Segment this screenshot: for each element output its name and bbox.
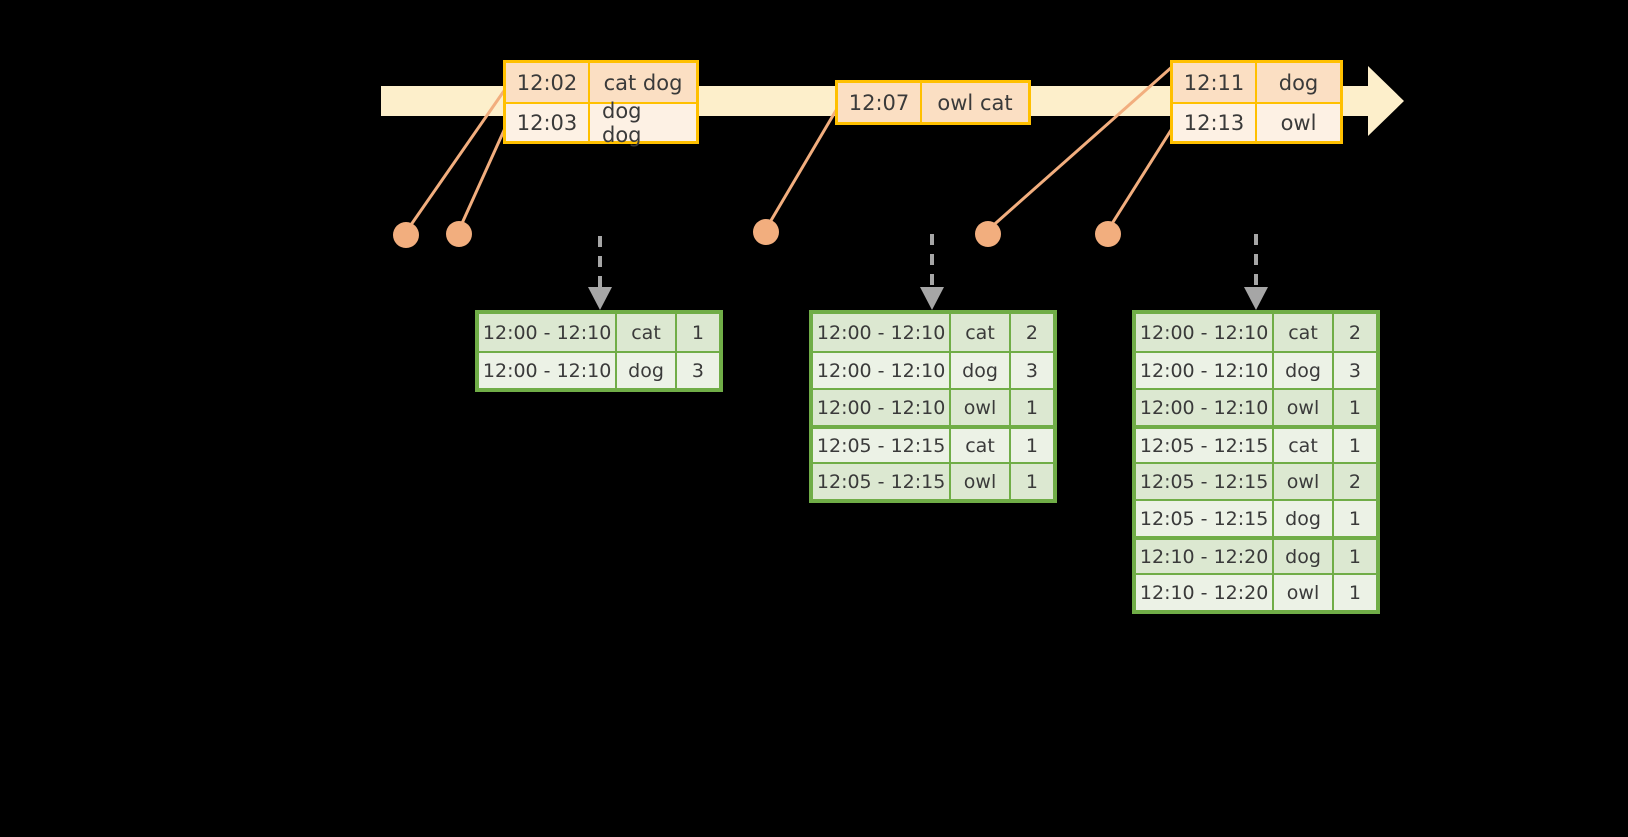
cell-count: 1 [691, 321, 704, 344]
event-words: cat dog [603, 70, 683, 95]
cell-count: 2 [1348, 470, 1361, 493]
event-row[interactable]: 12:13 owl [1173, 102, 1340, 141]
table-row[interactable]: 12:05 - 12:15 owl 2 [1136, 462, 1376, 499]
table-row[interactable]: 12:05 - 12:15 cat 1 [1136, 425, 1376, 462]
emit-arrow-2-head [920, 287, 944, 310]
event-row[interactable]: 12:03 dog dog [506, 98, 696, 147]
cell-window: 12:00 - 12:10 [479, 314, 618, 351]
table-row[interactable]: 12:00 - 12:10 cat 2 [813, 314, 1053, 351]
emit-arrows [598, 234, 1258, 288]
event-dot-1 [393, 222, 419, 248]
cell-word: cat [951, 429, 1011, 462]
result-table-1[interactable]: 12:00 - 12:10 cat 1 12:00 - 12:10 dog 3 [475, 310, 723, 392]
cell-window: 12:00 - 12:10 [479, 353, 618, 388]
cell-count: 1 [1348, 507, 1361, 530]
table-row[interactable]: 12:00 - 12:10 owl 1 [813, 388, 1053, 425]
event-time: 12:07 [838, 83, 922, 122]
connector-3 [764, 106, 840, 230]
table-row[interactable]: 12:00 - 12:10 dog 3 [813, 351, 1053, 388]
cell-word: dog [1274, 540, 1334, 573]
cell-word: cat [951, 314, 1011, 351]
cell-count: 1 [1348, 581, 1361, 604]
cell-word: owl [1274, 464, 1334, 499]
cell-word: cat [1274, 314, 1334, 351]
event-words: owl cat [937, 90, 1013, 115]
table-row[interactable]: 12:00 - 12:10 dog 3 [1136, 351, 1376, 388]
cell-count: 1 [1348, 545, 1361, 568]
connector-2 [457, 125, 508, 231]
cell-window: 12:05 - 12:15 [1136, 464, 1275, 499]
event-words: dog dog [602, 98, 642, 147]
cell-word: dog [1274, 353, 1334, 388]
cell-word: dog [951, 353, 1011, 388]
table-row[interactable]: 12:10 - 12:20 dog 1 [1136, 536, 1376, 573]
cell-word: dog [617, 353, 677, 388]
event-dot-4 [975, 221, 1001, 247]
cell-word: owl [951, 390, 1011, 425]
event-words: dog [1278, 70, 1319, 95]
emit-arrow-1-head [588, 287, 612, 310]
cell-window: 12:10 - 12:20 [1136, 540, 1275, 573]
cell-window: 12:00 - 12:10 [1136, 390, 1275, 425]
cell-count: 3 [1348, 359, 1361, 382]
event-box-1[interactable]: 12:02 cat dog 12:03 dog dog [503, 60, 699, 147]
cell-window: 12:00 - 12:10 [813, 390, 952, 425]
cell-window: 12:00 - 12:10 [813, 353, 952, 388]
cell-word: cat [617, 314, 677, 351]
cell-word: owl [1274, 575, 1334, 610]
connector-1 [404, 87, 508, 233]
table-row[interactable]: 12:00 - 12:10 owl 1 [1136, 388, 1376, 425]
cell-count: 2 [1348, 321, 1361, 344]
cell-count: 3 [1025, 359, 1038, 382]
cell-window: 12:00 - 12:10 [813, 314, 952, 351]
cell-count: 1 [1348, 396, 1361, 419]
cell-word: owl [951, 464, 1011, 499]
result-table-2[interactable]: 12:00 - 12:10 cat 2 12:00 - 12:10 dog 3 … [809, 310, 1057, 503]
event-words: owl [1280, 110, 1317, 135]
event-time: 12:13 [1173, 104, 1257, 141]
table-row[interactable]: 12:00 - 12:10 cat 2 [1136, 314, 1376, 351]
cell-window: 12:05 - 12:15 [813, 429, 952, 462]
connector-5 [1106, 126, 1175, 231]
cell-window: 12:05 - 12:15 [1136, 501, 1275, 536]
event-time: 12:03 [506, 104, 590, 141]
table-row[interactable]: 12:00 - 12:10 dog 3 [479, 351, 719, 388]
cell-count: 1 [1025, 470, 1038, 493]
event-dots [393, 219, 1121, 248]
cell-count: 1 [1348, 434, 1361, 457]
cell-window: 12:00 - 12:10 [1136, 314, 1275, 351]
cell-word: owl [1274, 390, 1334, 425]
event-time: 12:11 [1173, 63, 1257, 102]
event-row[interactable]: 12:11 dog [1173, 63, 1340, 102]
event-box-3[interactable]: 12:11 dog 12:13 owl [1170, 60, 1343, 144]
event-dot-2 [446, 221, 472, 247]
table-row[interactable]: 12:00 - 12:10 cat 1 [479, 314, 719, 351]
table-row[interactable]: 12:10 - 12:20 owl 1 [1136, 573, 1376, 610]
event-box-2[interactable]: 12:07 owl cat [835, 80, 1031, 125]
cell-count: 1 [1025, 396, 1038, 419]
cell-count: 2 [1025, 321, 1038, 344]
event-time: 12:02 [506, 63, 590, 102]
event-row[interactable]: 12:07 owl cat [838, 83, 1028, 122]
table-row[interactable]: 12:05 - 12:15 dog 1 [1136, 499, 1376, 536]
event-row[interactable]: 12:02 cat dog [506, 63, 696, 102]
cell-window: 12:10 - 12:20 [1136, 575, 1275, 610]
event-dot-3 [753, 219, 779, 245]
table-row[interactable]: 12:05 - 12:15 owl 1 [813, 462, 1053, 499]
emit-arrow-heads [588, 287, 1268, 310]
cell-count: 1 [1025, 434, 1038, 457]
cell-window: 12:05 - 12:15 [813, 464, 952, 499]
emit-arrow-3-head [1244, 287, 1268, 310]
cell-word: dog [1274, 501, 1334, 536]
cell-count: 3 [691, 359, 704, 382]
event-dot-5 [1095, 221, 1121, 247]
result-table-3[interactable]: 12:00 - 12:10 cat 2 12:00 - 12:10 dog 3 … [1132, 310, 1380, 614]
table-row[interactable]: 12:05 - 12:15 cat 1 [813, 425, 1053, 462]
cell-word: cat [1274, 429, 1334, 462]
cell-window: 12:00 - 12:10 [1136, 353, 1275, 388]
cell-window: 12:05 - 12:15 [1136, 429, 1275, 462]
